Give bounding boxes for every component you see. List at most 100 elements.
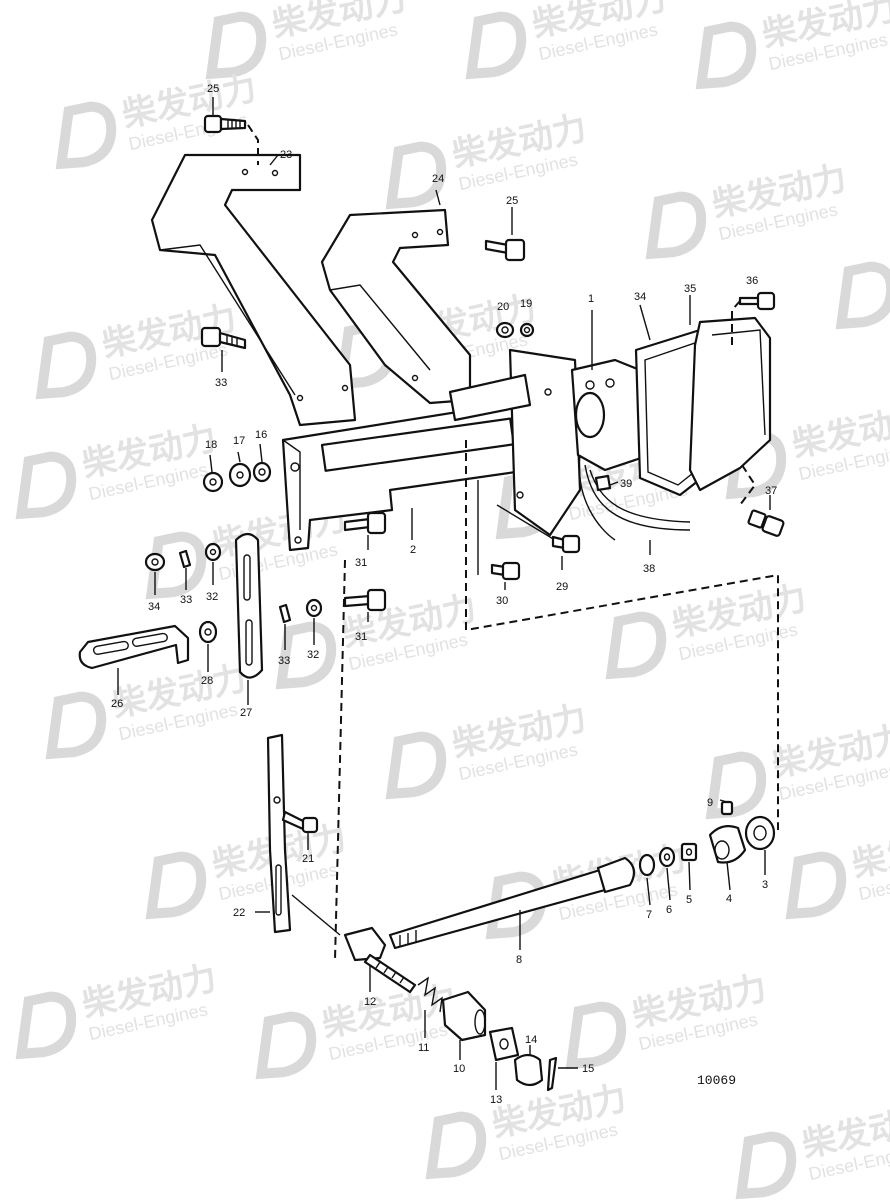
callout-31-upper: 31: [355, 557, 367, 569]
callout-32-lower: 32: [307, 649, 319, 661]
callout-33-upper: 33: [180, 594, 192, 606]
cotter-pin-15: [546, 1056, 558, 1092]
callout-21: 21: [302, 853, 314, 865]
screw-38: [731, 291, 776, 345]
lever-22: [266, 733, 341, 936]
ring-7: [638, 853, 656, 877]
knob-14: [513, 1053, 544, 1087]
stud-16: [252, 461, 272, 483]
callout-1: 1: [588, 293, 594, 305]
callout-37: 35: [684, 283, 696, 295]
callout-33-lower: 33: [278, 655, 290, 667]
callout-39: 37: [765, 485, 777, 497]
cable-40: [578, 454, 691, 541]
callout-27: 27: [240, 707, 252, 719]
bracket-24: [320, 208, 472, 405]
callout-32-upper: 32: [206, 591, 218, 603]
callout-36: 34: [634, 291, 646, 303]
callout-29: 29: [556, 581, 568, 593]
sleeve-10: [441, 990, 487, 1042]
callout-17: 17: [233, 435, 245, 447]
callout-8: 8: [516, 954, 522, 966]
bolt-30: [477, 480, 521, 581]
callout-13: 13: [490, 1094, 502, 1106]
washer-32-upper: [204, 542, 222, 562]
callout-35: 33: [215, 377, 227, 389]
callout-26: 26: [111, 698, 123, 710]
callout-41: 39: [620, 478, 632, 490]
set-screw-9: [720, 800, 734, 816]
callout-labels: 25 23 24 25 33 20 19 1 34 35 36 37 39 38…: [111, 83, 777, 1106]
washer-5: [680, 842, 698, 862]
callout-2: 2: [410, 544, 416, 556]
coupling-4: [708, 825, 747, 864]
washer-19: [519, 322, 535, 338]
callout-25-right: 25: [506, 195, 518, 207]
cover-37: [688, 316, 772, 492]
svg-text:柴发动力: 柴发动力: [849, 818, 890, 885]
callout-40: 38: [643, 563, 655, 575]
lock-washer-33-lower: [278, 603, 292, 624]
callout-19: 19: [520, 298, 532, 310]
leader-lines: [117, 97, 771, 1090]
callout-34: 34: [148, 601, 160, 613]
plug-39: [739, 464, 785, 537]
nut-20: [495, 321, 515, 339]
callout-23: 23: [280, 149, 292, 161]
callout-28: 28: [201, 675, 213, 687]
nut-18: [202, 471, 224, 493]
callout-9: 9: [707, 797, 713, 809]
bracket-23: [150, 153, 357, 427]
callout-24: 24: [432, 173, 444, 185]
bolt-25-top: [203, 114, 259, 165]
washer-17: [228, 462, 252, 488]
slotted-link-27: [234, 532, 264, 679]
dashed-link-right: [465, 440, 779, 830]
callout-11: 11: [418, 1042, 429, 1054]
screw-21: [281, 810, 319, 834]
bolt-31-upper: [343, 511, 387, 535]
slotted-bracket-26: [78, 624, 190, 670]
callout-22: 22: [233, 907, 245, 919]
callout-7: 7: [646, 909, 652, 921]
spring-11: [417, 976, 443, 1013]
callout-12: 12: [364, 996, 376, 1008]
bolt-31-lower: [343, 588, 387, 612]
callout-10: 10: [453, 1063, 465, 1075]
washer-6: [658, 846, 676, 868]
dashed-link-left: [334, 559, 346, 961]
bolt-25-right: [484, 238, 526, 262]
callout-18: 18: [205, 439, 217, 451]
callout-16: 16: [255, 429, 267, 441]
shaft-8: [388, 856, 636, 950]
plate-13: [488, 1026, 520, 1062]
rod-end-12: [343, 926, 417, 994]
callout-25-top: 25: [207, 83, 219, 95]
bolt-35: [200, 326, 247, 350]
callout-4: 4: [726, 893, 732, 905]
callout-5: 5: [686, 894, 692, 906]
clamp-41: [594, 474, 612, 492]
drawing-reference-number: 10069: [697, 1073, 736, 1088]
callout-38: 36: [746, 275, 758, 287]
nut-3: [744, 815, 776, 851]
